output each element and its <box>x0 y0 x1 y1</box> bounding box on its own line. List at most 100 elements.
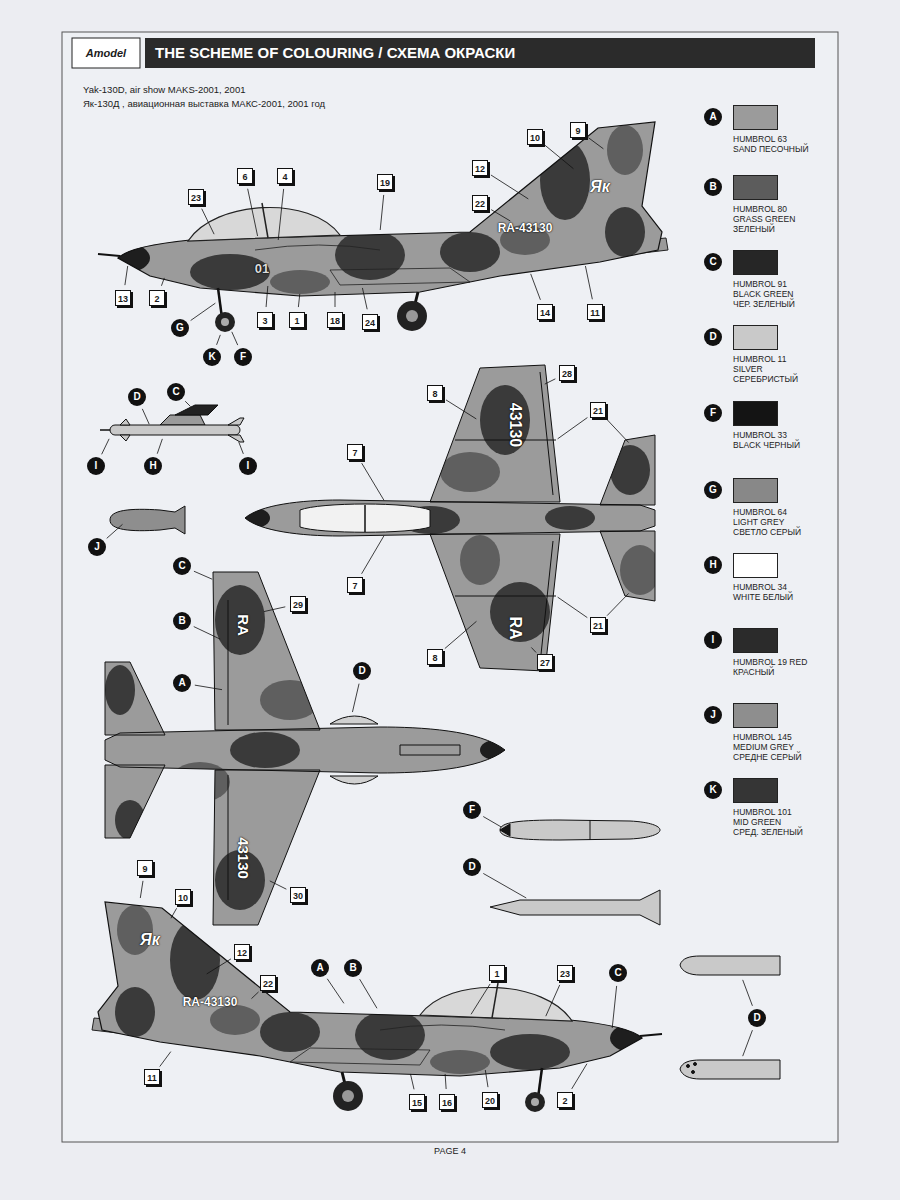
colour-swatch <box>733 778 778 803</box>
colour-swatch <box>733 628 778 653</box>
illustration-shape <box>230 732 300 768</box>
illustration-shape <box>330 776 378 784</box>
leader-line <box>352 684 359 712</box>
callout-number: 28 <box>559 365 575 381</box>
colour-letter: H <box>704 556 722 574</box>
callout-number: 12 <box>472 160 488 176</box>
leader-line <box>232 332 238 345</box>
illustration-shape <box>215 585 265 655</box>
leader-line <box>612 986 616 1028</box>
aircraft-marking: Як <box>140 931 160 949</box>
illustration-shape <box>680 956 780 975</box>
illustration-shape <box>600 435 655 505</box>
page-number: PAGE 4 <box>434 1146 466 1156</box>
illustration-shape <box>692 1071 695 1074</box>
leader-line <box>194 627 220 640</box>
colour-letter: B <box>704 178 722 196</box>
callout-number: 14 <box>537 304 553 320</box>
page-title: THE SCHEME OF COLOURING / СХЕМА ОКРАСКИ <box>155 44 515 62</box>
leader-line <box>483 873 526 898</box>
illustration-shape <box>228 600 229 900</box>
leader-line <box>270 881 287 889</box>
illustration-shape <box>213 572 320 730</box>
callout-number: 7 <box>347 577 363 593</box>
illustration-shape <box>105 662 165 735</box>
paint-name: HUMBROL 64 LIGHT GREY СВЕТЛО СЕРЫЙ <box>733 507 809 538</box>
illustration-shape <box>480 385 530 455</box>
aircraft-marking: 01 <box>255 261 269 276</box>
leader-line <box>531 647 536 652</box>
aircraft-marking: Як <box>590 178 610 196</box>
callout-number: 21 <box>590 617 606 633</box>
illustration-shape <box>430 365 560 502</box>
illustration-shape <box>620 545 660 595</box>
leader-line <box>471 984 490 1014</box>
callout-number: 20 <box>482 1092 498 1108</box>
colour-letter: A <box>311 959 329 977</box>
colour-letter: A <box>173 674 191 692</box>
leader-line <box>107 524 123 538</box>
leader-line <box>142 409 149 424</box>
leader-line <box>157 439 162 454</box>
leader-line <box>743 980 753 1006</box>
leader-line <box>491 210 510 221</box>
colour-letter: J <box>704 706 722 724</box>
illustration-shape <box>600 531 655 601</box>
illustration-shape <box>330 716 378 724</box>
illustration-shape <box>400 745 460 755</box>
colour-letter: G <box>704 481 722 499</box>
aircraft-marking: 43130 <box>235 837 252 879</box>
colour-letter: B <box>173 612 191 630</box>
callout-number: 29 <box>290 596 306 612</box>
colour-letter: K <box>704 781 722 799</box>
colour-letter: F <box>234 348 252 366</box>
leader-line <box>207 959 231 974</box>
callout-number: 4 <box>277 168 293 184</box>
callout-number: 24 <box>362 314 378 330</box>
illustration-shape <box>245 365 655 671</box>
paint-name: HUMBROL 19 RED КРАСНЫЙ <box>733 657 809 677</box>
leader-line <box>545 145 573 168</box>
illustration-shape <box>687 1065 690 1068</box>
illustration-shape <box>213 770 320 925</box>
leader-line <box>445 621 477 648</box>
paint-name: HUMBROL 91 BLACK GREEN ЧЕР. ЗЕЛЕНЫЙ <box>733 279 809 310</box>
illustration-shape <box>430 365 560 502</box>
illustration-shape <box>213 572 320 730</box>
callout-number: 22 <box>260 975 276 991</box>
callout-number: 7 <box>347 444 363 460</box>
illustration-shape <box>145 38 815 68</box>
illustration-shape <box>430 534 560 671</box>
leader-line <box>572 1064 587 1089</box>
colour-letter: K <box>203 348 221 366</box>
illustration-shape <box>490 890 660 925</box>
leader-line <box>185 401 190 406</box>
colour-swatch <box>733 478 778 503</box>
brand-logo: Amodel <box>72 38 140 68</box>
colour-letter: C <box>704 253 722 271</box>
illustration-shape <box>240 365 660 671</box>
colour-swatch <box>733 250 778 275</box>
callout-number: 15 <box>409 1094 425 1110</box>
callout-number: 16 <box>439 1094 455 1110</box>
illustration-shape <box>110 425 240 435</box>
illustration-shape <box>364 505 366 532</box>
leader-line <box>607 593 629 615</box>
colour-letter: H <box>144 457 162 475</box>
illustration-shape <box>610 445 650 495</box>
callout-number: 10 <box>527 129 543 145</box>
colour-swatch <box>733 325 778 350</box>
callout-number: 27 <box>537 654 553 670</box>
callout-number: 18 <box>327 312 343 328</box>
illustration-shape <box>440 452 500 492</box>
leader-line <box>545 379 556 384</box>
illustration-shape <box>500 820 660 840</box>
leader-line <box>360 979 377 1008</box>
illustration-shape <box>490 582 550 642</box>
illustration-shape <box>115 800 145 840</box>
colour-letter: F <box>704 404 722 422</box>
illustration-shape <box>694 1063 697 1066</box>
callout-number: 21 <box>590 402 606 418</box>
leader-line <box>251 992 258 999</box>
aircraft-marking: RA-43130 <box>183 995 238 1009</box>
